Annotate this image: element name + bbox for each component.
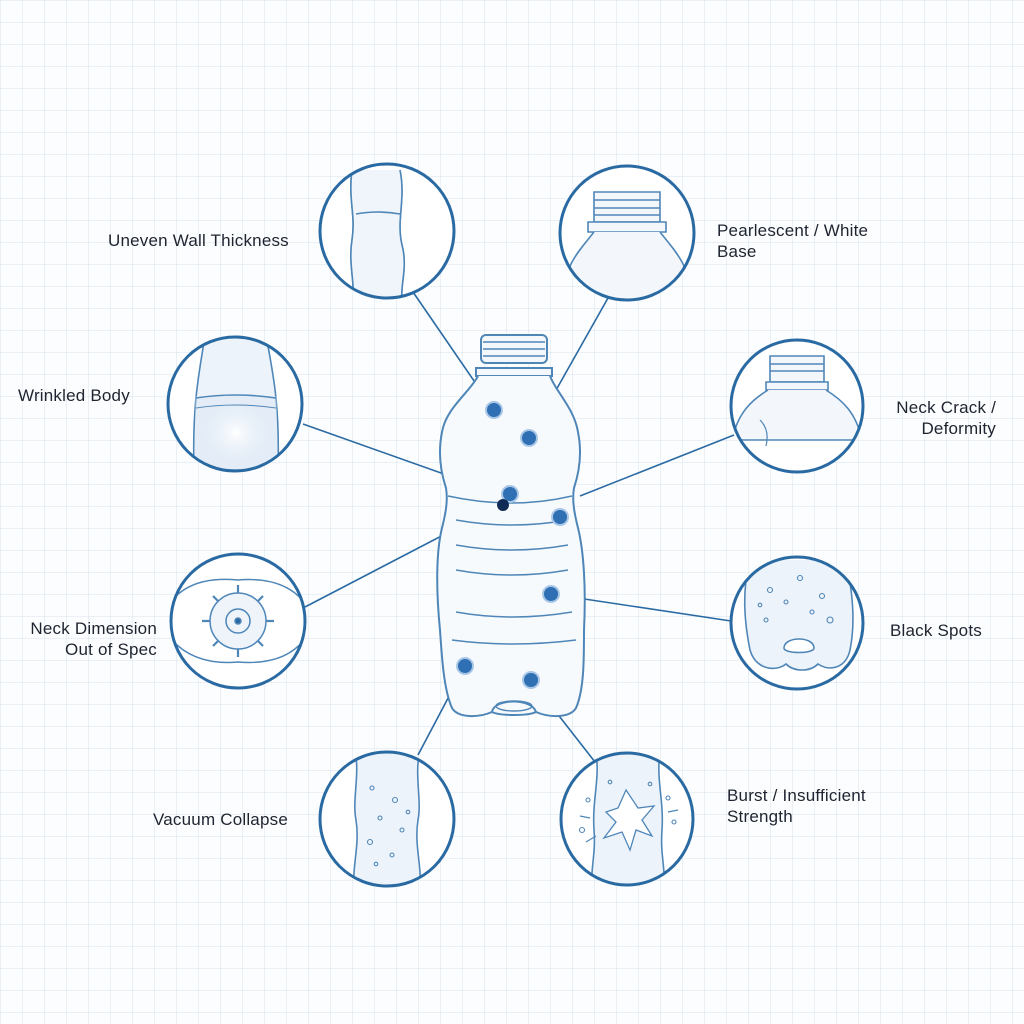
label-black-spots: Black Spots (890, 620, 982, 641)
label-line: Black Spots (890, 621, 982, 640)
leader-lines (302, 291, 735, 763)
label-line: Uneven Wall Thickness (108, 231, 289, 250)
label-pearlescent-white-base: Pearlescent / White Base (717, 220, 868, 262)
label-line: Vacuum Collapse (153, 810, 288, 829)
label-uneven-wall-thickness: Uneven Wall Thickness (108, 230, 289, 251)
label-vacuum-collapse: Vacuum Collapse (153, 809, 288, 830)
label-line: Base (717, 242, 757, 261)
bottle-wall-detail-icon (318, 162, 456, 300)
label-line: Strength (727, 807, 793, 826)
bottle-base-bottom-icon (169, 552, 307, 690)
label-line: Pearlescent / White (717, 221, 869, 240)
black-spots-icon (729, 555, 865, 691)
label-line: Wrinkled Body (18, 386, 130, 405)
label-line: Neck Crack / (896, 398, 996, 417)
label-neck-dimension-out-of-spec: Neck Dimension Out of Spec (20, 618, 157, 660)
main-bottle (436, 334, 586, 718)
label-line: Burst / Insufficient (727, 786, 866, 805)
vacuum-collapse-icon (318, 750, 456, 888)
wrinkled-body-icon (166, 335, 304, 473)
label-line: Deformity (921, 419, 996, 438)
label-burst-insufficient-strength: Burst / Insufficient Strength (727, 785, 866, 827)
label-wrinkled-body: Wrinkled Body (18, 385, 130, 406)
label-neck-crack-deformity: Neck Crack / Deformity (880, 397, 996, 439)
burst-icon (559, 751, 695, 887)
defect-markers (456, 401, 569, 689)
neck-crack-icon (729, 338, 865, 474)
label-line: Neck Dimension (30, 619, 157, 638)
label-line: Out of Spec (65, 640, 157, 659)
bottle-neck-thread-icon (558, 164, 696, 302)
